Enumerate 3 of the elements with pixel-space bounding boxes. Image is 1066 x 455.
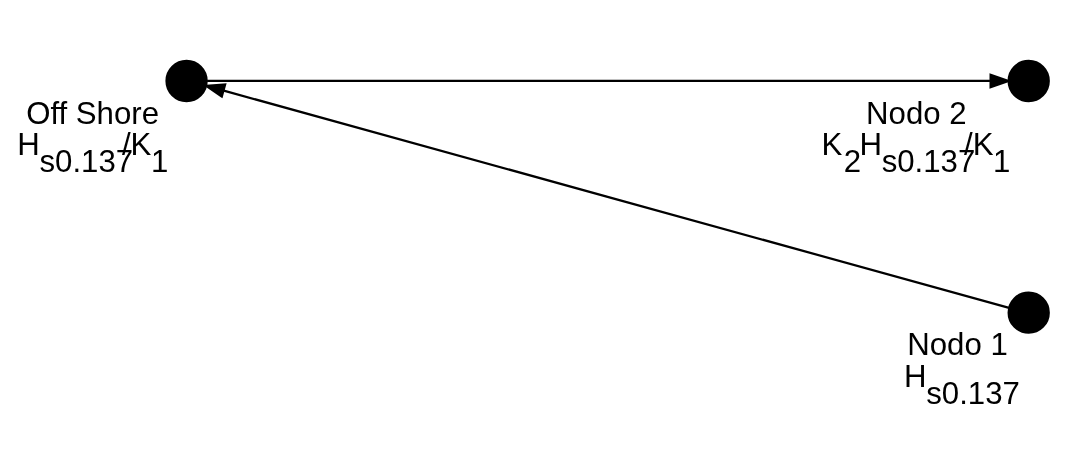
node-label: Nodo 2	[866, 95, 967, 131]
node-label: Nodo 1	[907, 326, 1008, 362]
node-label: Off Shore	[26, 95, 160, 131]
